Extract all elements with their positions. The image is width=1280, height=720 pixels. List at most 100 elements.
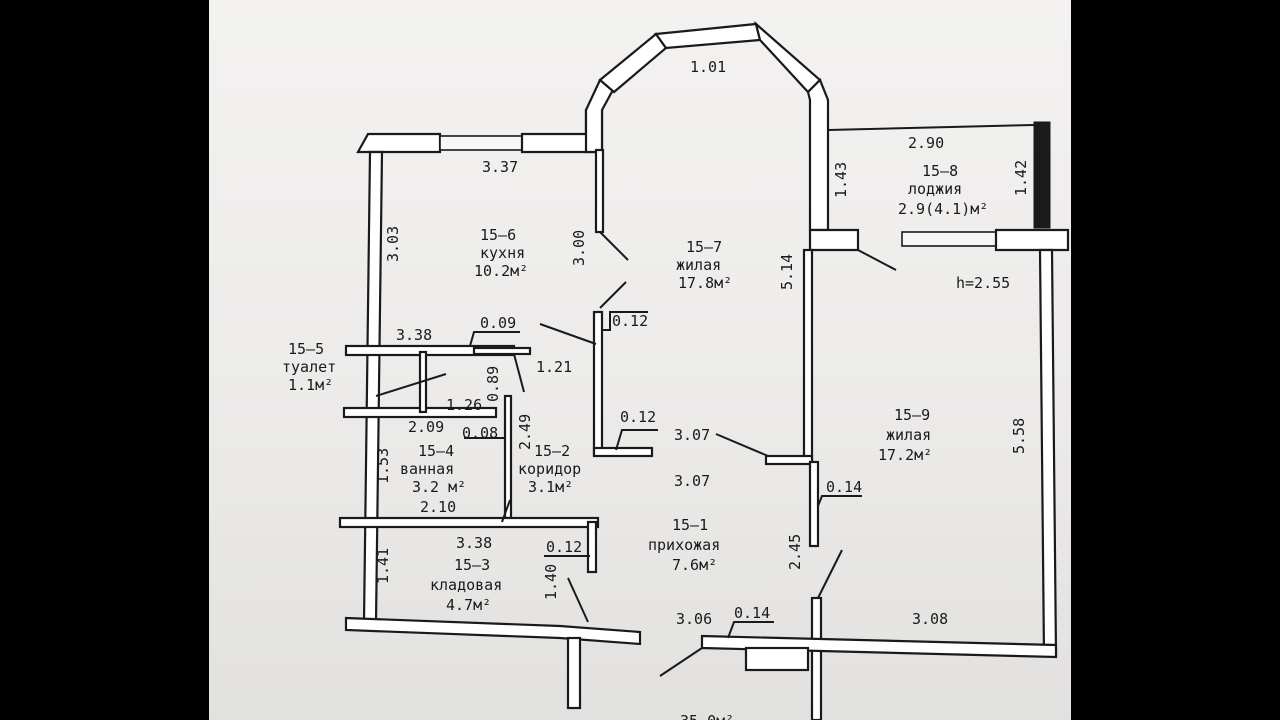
room-bath-label: 15–4 ванная 3.2 м² [400, 442, 466, 496]
dim-label: 1.01 [690, 58, 726, 76]
dim-label: 5.58 [1010, 418, 1028, 454]
door-room7 [599, 281, 627, 309]
room-number: 15–9 [894, 406, 930, 424]
dim-label: 2.09 [408, 418, 444, 436]
room-name: жилая [676, 256, 721, 274]
paper-sheet [209, 0, 1071, 720]
dim-label: 2.10 [420, 498, 456, 516]
wall-right-stub [994, 228, 1070, 252]
wall-storage-right [586, 520, 598, 574]
room-toilet-label: 15–5 туалет 1.1м² [282, 340, 336, 394]
wall-kitchen-bath2 [472, 346, 532, 356]
leader-009 [469, 331, 520, 347]
dim-label: 1.43 [832, 162, 850, 198]
dim-label: 3.06 [676, 610, 712, 628]
room-living7-label: 15–7 жилая 17.8м² [676, 238, 732, 292]
wall-bath-corridor [503, 394, 513, 520]
room-name: жилая [886, 426, 931, 444]
room-living9-label: 15–9 жилая 17.2м² [878, 406, 932, 464]
dim-label: 3.38 [456, 534, 492, 552]
dim-label: 3.08 [912, 610, 948, 628]
dim-label: 3.38 [396, 326, 432, 344]
room-corridor-label: 15–2 коридор 3.1м² [518, 442, 581, 496]
loggia-rail-top [827, 124, 1035, 131]
room-number: 15–6 [480, 226, 516, 244]
wall-bottom-left [344, 616, 642, 646]
door-kitchen [599, 231, 629, 261]
room-kitchen-label: 15–6 кухня 10.2м² [474, 226, 528, 280]
room-area: 3.2 м² [412, 478, 466, 496]
dim-label: 2.49 [516, 414, 534, 450]
wall-room7-left [592, 310, 604, 456]
corridor-tick [501, 499, 511, 523]
total-area: 35.0м² [680, 712, 734, 720]
dim-label: 5.14 [778, 254, 796, 290]
dim-label: 3.07 [674, 472, 710, 490]
wall-bay-left [584, 78, 616, 154]
dim-label: 0.14 [826, 478, 862, 496]
wall-kitchen-room7 [594, 148, 605, 234]
room-area: 1.1м² [288, 376, 333, 394]
door-toilet [375, 373, 447, 397]
wall-bay-right [806, 78, 830, 232]
dim-label: 0.12 [612, 312, 648, 330]
room-name: кладовая [430, 576, 502, 594]
wall-right [1038, 248, 1058, 657]
room-name: лоджия [908, 180, 962, 198]
room-hall-label: 15–1 прихожая 7.6м² [648, 516, 720, 574]
room-area: 17.2м² [878, 446, 932, 464]
dim-label: 3.07 [674, 426, 710, 444]
wall-hall-right-low [810, 596, 823, 720]
wall-room7-right [802, 248, 814, 464]
dim-label: 1.53 [374, 448, 392, 484]
dim-label: 0.12 [620, 408, 656, 426]
room-name: кухня [480, 244, 525, 262]
door-kitchen-low [539, 323, 597, 345]
door-storage [567, 577, 589, 623]
room-number: 15–4 [418, 442, 454, 460]
room-name: прихожая [648, 536, 720, 554]
dim-label: 0.89 [484, 366, 502, 402]
wall-column-loggia [808, 228, 860, 252]
dim-label: 2.90 [908, 134, 944, 152]
room-name: коридор [518, 460, 581, 478]
dim-label: 1.41 [374, 548, 392, 584]
door-entry [659, 647, 703, 677]
dim-label: 1.26 [446, 396, 482, 414]
dim-label: 2.45 [786, 534, 804, 570]
leader-012b [615, 429, 658, 451]
room-area: 2.9(4.1)м² [898, 200, 988, 218]
dim-label: 1.40 [542, 564, 560, 600]
wall-room7-bottom [592, 446, 654, 458]
room-number: 15–2 [534, 442, 570, 460]
window-kitchen [439, 135, 523, 151]
room-name: туалет [282, 358, 336, 376]
wall-bottom-box [744, 646, 810, 672]
door-hall-room7 [715, 433, 769, 457]
bay-left-diagonal [598, 32, 668, 94]
wall-hall-right [808, 460, 820, 548]
wall-room7-bottom-right [764, 454, 814, 466]
room-area: 3.1м² [528, 478, 573, 496]
dim-label: 3.00 [570, 230, 588, 266]
room-area: 4.7м² [446, 596, 491, 614]
wall-stair [566, 636, 582, 710]
room-number: 15–7 [686, 238, 722, 256]
dim-label: 1.21 [536, 358, 572, 376]
room-area: 10.2м² [474, 262, 528, 280]
leader-012a [602, 311, 648, 331]
door-room9 [857, 249, 897, 271]
dim-label: 0.09 [480, 314, 516, 332]
room-area: 17.8м² [678, 274, 732, 292]
door-hall-room9 [817, 549, 843, 599]
leader-014a [817, 495, 862, 507]
room-number: 15–1 [672, 516, 708, 534]
leader-014b [727, 621, 774, 639]
wall-bottom-right [700, 634, 1058, 659]
wall-bath-storage [338, 516, 600, 529]
room-number: 15–8 [922, 162, 958, 180]
room-area: 7.6м² [672, 556, 717, 574]
room-storage-label: 15–3 кладовая 4.7м² [430, 556, 502, 614]
bay-right-diagonal [754, 20, 822, 94]
